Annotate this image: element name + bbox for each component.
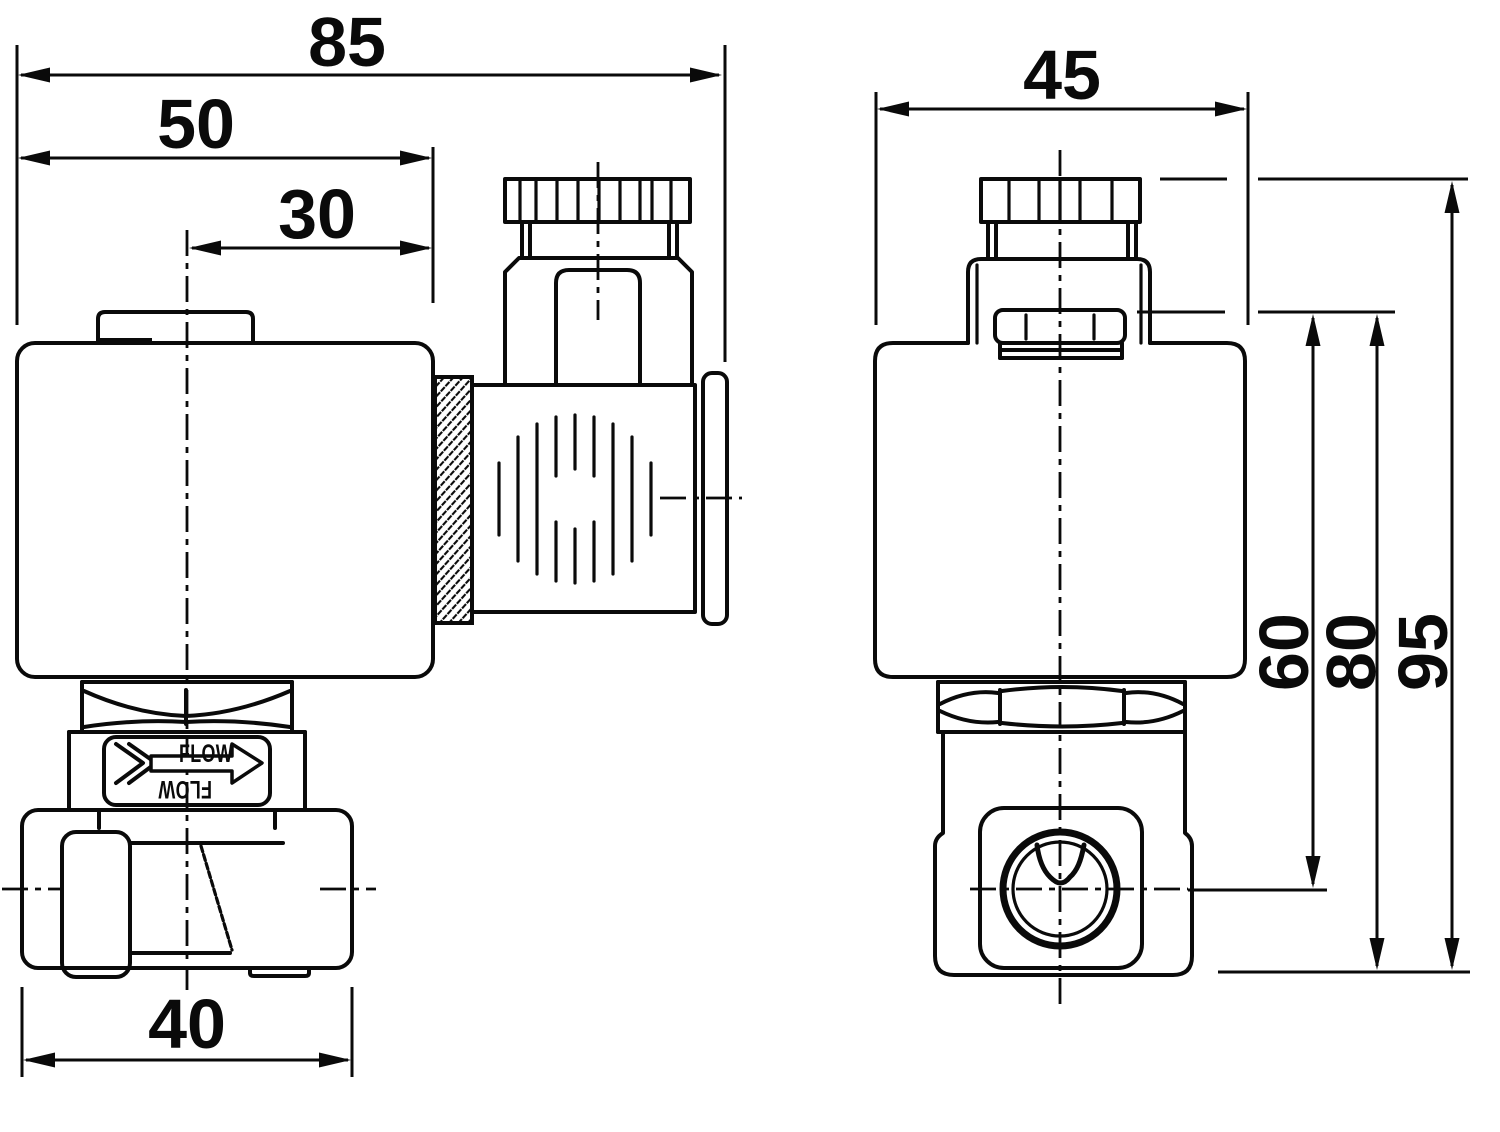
gland-body-inner <box>554 268 642 387</box>
dim-40-label: 40 <box>148 985 226 1063</box>
front-view: 45 60 80 95 <box>873 36 1470 1010</box>
dimension-40: 40 <box>20 985 354 1077</box>
dim-60-label: 60 <box>1245 613 1323 691</box>
flow-arrow-icon <box>114 742 264 785</box>
dimension-45: 45 <box>874 36 1250 325</box>
valve-body-front <box>933 730 1194 977</box>
coil-body-side <box>15 341 435 679</box>
dim-80-label: 80 <box>1312 613 1390 691</box>
gland-knurl-lines-front <box>1007 177 1114 224</box>
knurled-ring <box>433 375 474 625</box>
dimension-30: 30 <box>189 175 432 256</box>
hex-nut-front <box>936 680 1187 734</box>
valve-orifice <box>1034 842 1087 886</box>
gland-body <box>503 256 694 387</box>
gland-neck <box>520 220 679 260</box>
cable-gland <box>503 177 694 387</box>
din-connector-housing <box>470 383 697 614</box>
dimension-80: 80 <box>1312 314 1390 970</box>
dim-95-label: 95 <box>1384 613 1462 691</box>
cable-gland-front <box>979 177 1142 261</box>
hex-nut-side <box>80 680 294 734</box>
dim-50-label: 50 <box>157 85 235 163</box>
dim-30-label: 30 <box>278 175 356 253</box>
coil-window <box>993 308 1127 360</box>
dimension-95: 95 <box>1384 181 1462 970</box>
coil-mark <box>100 338 152 345</box>
dim-85-label: 85 <box>308 3 386 81</box>
port-boss-side <box>60 830 132 979</box>
dimension-50: 50 <box>18 85 435 303</box>
connector-flange <box>701 371 729 626</box>
port-opening-inner <box>1011 840 1109 938</box>
flow-label-mirrored: FLOW <box>158 775 212 803</box>
coil-terminal-bump <box>96 310 255 345</box>
connector-face-pattern <box>497 413 653 585</box>
dimension-85: 85 <box>15 3 727 362</box>
bonnet: FLOW FLOW <box>67 730 307 830</box>
internal-seat-edge <box>199 844 234 952</box>
flow-label-plate <box>102 735 272 807</box>
dimension-60: 60 <box>1245 314 1323 888</box>
coil-shoulder <box>966 257 1152 345</box>
valve-body-side <box>20 808 354 979</box>
port-boss-front <box>978 806 1144 970</box>
body-foot <box>248 966 311 978</box>
flow-label: FLOW <box>179 740 233 768</box>
port-opening-outer <box>999 828 1121 950</box>
dim-45-label: 45 <box>1023 36 1101 114</box>
gland-knurl-lines <box>518 177 673 224</box>
coil-body-front <box>873 341 1247 679</box>
centerlines-side-view <box>2 162 742 990</box>
side-view: FLOW FLOW 85 50 <box>2 3 742 1077</box>
height-reference-lines <box>1137 177 1470 974</box>
